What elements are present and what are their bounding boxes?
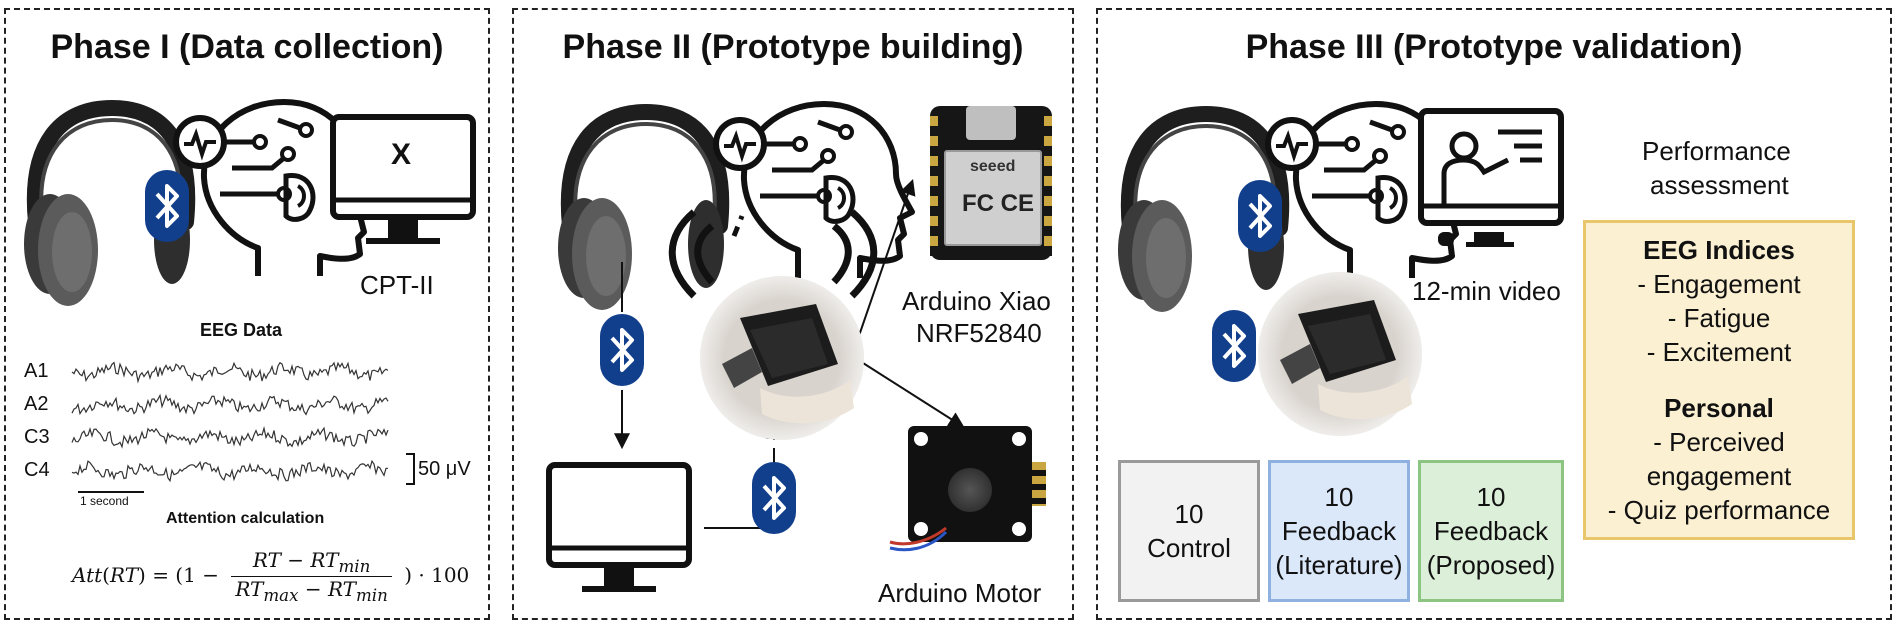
personal-heading: Personal [1664, 393, 1774, 423]
time-bar [78, 491, 144, 493]
channel-label: A1 [24, 360, 49, 382]
eeg-indices-heading: EEG Indices [1643, 235, 1795, 265]
vibration-motor-module [908, 426, 1046, 542]
haptic-device-photo [700, 276, 864, 440]
group-count: 10 [1174, 499, 1204, 529]
phase3-title: Phase III (Prototype validation) [1245, 28, 1743, 66]
phase2-panel [512, 8, 1074, 620]
personal-item: - Perceived [1653, 427, 1785, 457]
eeg-index-item: - Excitement [1646, 337, 1792, 367]
group-count: 10 [1476, 482, 1506, 512]
video-lecture-icon [1418, 108, 1564, 247]
scale-label: 50 μV [418, 458, 471, 480]
phase1-panel [4, 8, 490, 620]
monitor-icon [546, 462, 692, 594]
monitor-symbol: X [391, 138, 412, 171]
eeg-index-item: - Engagement [1637, 269, 1801, 299]
eeg-traces [71, 361, 389, 483]
group-count: 10 [1324, 482, 1354, 512]
group-name: Feedback [1433, 516, 1549, 546]
eeg-trace [71, 393, 389, 416]
haptic-device-photo [1258, 272, 1422, 436]
perf-title-2: assessment [1650, 170, 1789, 200]
board-brand: seeed [970, 158, 1016, 175]
xiao-label-1: Arduino Xiao [902, 286, 1051, 316]
eeg-data-title: EEG Data [200, 320, 283, 340]
perf-title-1: Performance [1642, 136, 1791, 166]
group-sub: (Proposed) [1426, 550, 1556, 580]
group-sub: (Literature) [1275, 550, 1403, 580]
eeg-trace [71, 361, 389, 384]
channel-label: A2 [24, 393, 49, 415]
eeg-trace [71, 459, 389, 483]
phase3-panel [1096, 8, 1892, 620]
time-label: 1 second [80, 494, 129, 508]
group-box-proposed: 10 Feedback (Proposed) [1418, 460, 1564, 602]
arduino-xiao-board: seeed FC CE [930, 106, 1052, 260]
motor-label: Arduino Motor [878, 578, 1042, 608]
scale-bar [406, 453, 415, 485]
personal-item: engagement [1646, 461, 1792, 491]
bluetooth-icon [1210, 308, 1258, 384]
motor-wires [889, 526, 948, 552]
cpt-label: CPT-II [360, 270, 434, 300]
phase1-title: Phase I (Data collection) [50, 28, 444, 66]
video-label: 12-min video [1412, 276, 1561, 306]
phase2-title: Phase II (Prototype building) [562, 28, 1024, 66]
group-name: Feedback [1281, 516, 1397, 546]
eeg-trace [71, 425, 389, 449]
bluetooth-icon [750, 460, 798, 536]
group-box-control: 10 Control [1118, 460, 1260, 602]
channel-label: C4 [24, 459, 50, 481]
eeg-index-item: - Fatigue [1667, 303, 1771, 333]
xiao-label-2: NRF52840 [916, 318, 1042, 348]
performance-box: EEG Indices - Engagement - Fatigue - Exc… [1583, 220, 1855, 540]
channel-label: C3 [24, 426, 50, 448]
group-name: Control [1147, 533, 1231, 563]
group-box-literature: 10 Feedback (Literature) [1268, 460, 1410, 602]
attention-title: Attention calculation [166, 510, 325, 527]
attention-formula: Att(RT) = (1 − RT − RTmin RTmax − RTmin … [72, 548, 470, 605]
personal-item: - Quiz performance [1607, 495, 1831, 525]
bluetooth-icon [598, 312, 646, 388]
